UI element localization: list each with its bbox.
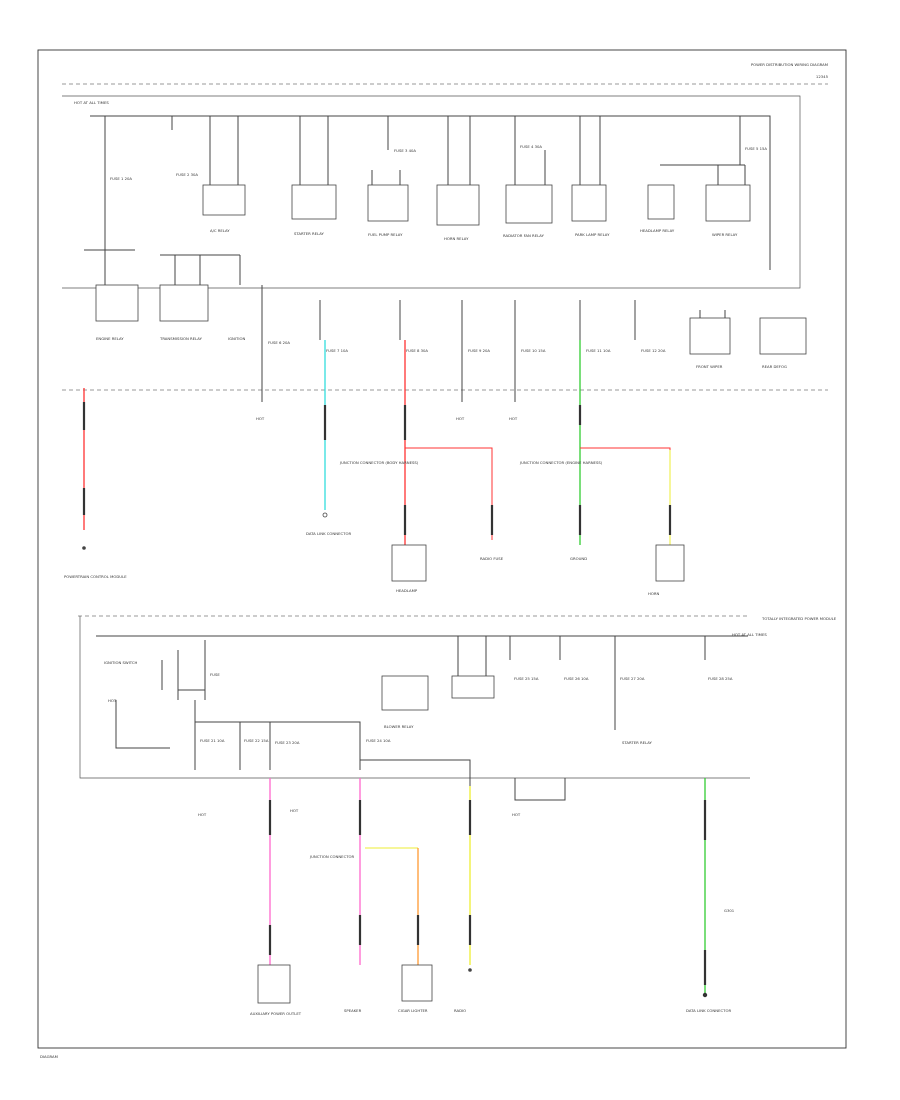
ipm-fuse-3: FUSE 23 20A: [275, 740, 300, 745]
fuse-label-5: FUSE 5 15A: [745, 146, 767, 151]
top-relay-label-6: PARK LAMP RELAY: [575, 232, 610, 237]
bottom-load-2: HEADLAMP: [396, 588, 418, 593]
fuse-label-2: FUSE 2 30A: [176, 172, 198, 177]
ipm-comp-4: BLOWER RELAY: [384, 724, 414, 729]
top-relay-label-5: RADIATOR FAN RELAY: [503, 233, 545, 238]
fuse-label-10: FUSE 10 15A: [521, 348, 546, 353]
ipm-fuse-2: FUSE 22 15A: [244, 738, 269, 743]
ipm-comp-5: STARTER RELAY: [622, 740, 652, 745]
top-relay-label-2: STARTER RELAY: [294, 231, 324, 236]
mid-comp-5: REAR DEFOG: [762, 364, 787, 369]
ipm-comp-3: HOT: [108, 698, 117, 703]
top-relay-label-7: HEADLAMP RELAY: [640, 228, 675, 233]
bottom-ground: G301: [724, 908, 735, 913]
splice-1: DATA LINK CONNECTOR: [306, 531, 351, 536]
top-relay-label-1: A/C RELAY: [210, 228, 230, 233]
top-bus: [90, 115, 771, 270]
splice-4: HORN: [648, 591, 659, 596]
ipm-fuse-7: FUSE 27 20A: [620, 676, 645, 681]
mid-comp-3: IGNITION: [228, 336, 245, 341]
fuse-label-1: FUSE 1 20A: [110, 176, 132, 181]
fuse-label-12: FUSE 12 20A: [641, 348, 666, 353]
mid-comp-4: FRONT WIPER: [696, 364, 723, 369]
ipm-outline: [79, 616, 750, 779]
junction-label-1: JUNCTION CONNECTOR (BODY HARNESS): [339, 460, 419, 465]
ipm-fuse-8: FUSE 28 25A: [708, 676, 733, 681]
footer-code: DIAGRAM: [40, 1054, 58, 1059]
ipm-internals: [96, 635, 748, 801]
top-relay-label-8: WIPER RELAY: [712, 232, 738, 237]
mid-comp-2: TRANSMISSION RELAY: [159, 336, 203, 341]
ipm-hot-2: HOT: [290, 808, 299, 813]
bottom-comp-2: SPEAKER: [344, 1008, 362, 1013]
pdc-outline: [62, 95, 801, 289]
bottom-comp-1: AUXILIARY POWER OUTLET: [250, 1011, 302, 1016]
fuse-label-7: FUSE 7 10A: [326, 348, 348, 353]
junction-label-2: JUNCTION CONNECTOR (ENGINE HARNESS): [519, 460, 603, 465]
title-block: POWER DISTRIBUTION WIRING DIAGRAM: [751, 62, 828, 67]
splice-3: GROUND: [570, 556, 587, 561]
fuse-label-8: FUSE 8 30A: [406, 348, 428, 353]
pdc-hot-label: HOT AT ALL TIMES: [74, 100, 109, 105]
splice-2: RADIO FUSE: [480, 556, 504, 561]
top-relays: [104, 116, 751, 250]
pdc-row-2: [84, 249, 807, 355]
fuse-label-4: FUSE 4 30A: [520, 144, 542, 149]
ipm-hot-label: HOT AT ALL TIMES: [732, 632, 767, 637]
signal-hot-1: HOT: [256, 416, 265, 421]
bottom-load-1: POWERTRAIN CONTROL MODULE: [64, 574, 127, 579]
top-relay-label-3: FUEL PUMP RELAY: [368, 232, 403, 237]
fuse-label-9: FUSE 9 20A: [468, 348, 490, 353]
top-relay-label-4: HORN RELAY: [444, 236, 469, 241]
ipm-comp-1: IGNITION SWITCH: [104, 660, 138, 665]
page-frame: [37, 49, 847, 1049]
mid-comp-1: ENGINE RELAY: [96, 336, 124, 341]
ipm-fuse-1: FUSE 21 10A: [200, 738, 225, 743]
ipm-label: TOTALLY INTEGRATED POWER MODULE: [761, 616, 837, 621]
ipm-fuse-6: FUSE 26 10A: [564, 676, 589, 681]
fuse-label-6: FUSE 6 20A: [268, 340, 290, 345]
fuse-label-11: FUSE 11 10A: [586, 348, 611, 353]
wires-upper: [82, 340, 685, 582]
page-code: 12345: [816, 74, 829, 79]
ipm-fuse-4: FUSE 24 10A: [366, 738, 391, 743]
ipm-fuse-5: FUSE 25 15A: [514, 676, 539, 681]
ipm-comp-2: FUSE: [210, 672, 220, 677]
fuse-label-3: FUSE 3 40A: [394, 148, 416, 153]
bottom-comp-4: RADIO: [454, 1008, 466, 1013]
signal-hot-3: HOT: [509, 416, 518, 421]
ipm-hot-3: HOT: [512, 812, 521, 817]
bottom-splice-label: JUNCTION CONNECTOR: [309, 854, 355, 859]
signal-hot-2: HOT: [456, 416, 465, 421]
ipm-hot-1: HOT: [198, 812, 207, 817]
bottom-comp-3: CIGAR LIGHTER: [398, 1008, 428, 1013]
bottom-comp-5: DATA LINK CONNECTOR: [686, 1008, 731, 1013]
wires-lower: [257, 778, 708, 1004]
